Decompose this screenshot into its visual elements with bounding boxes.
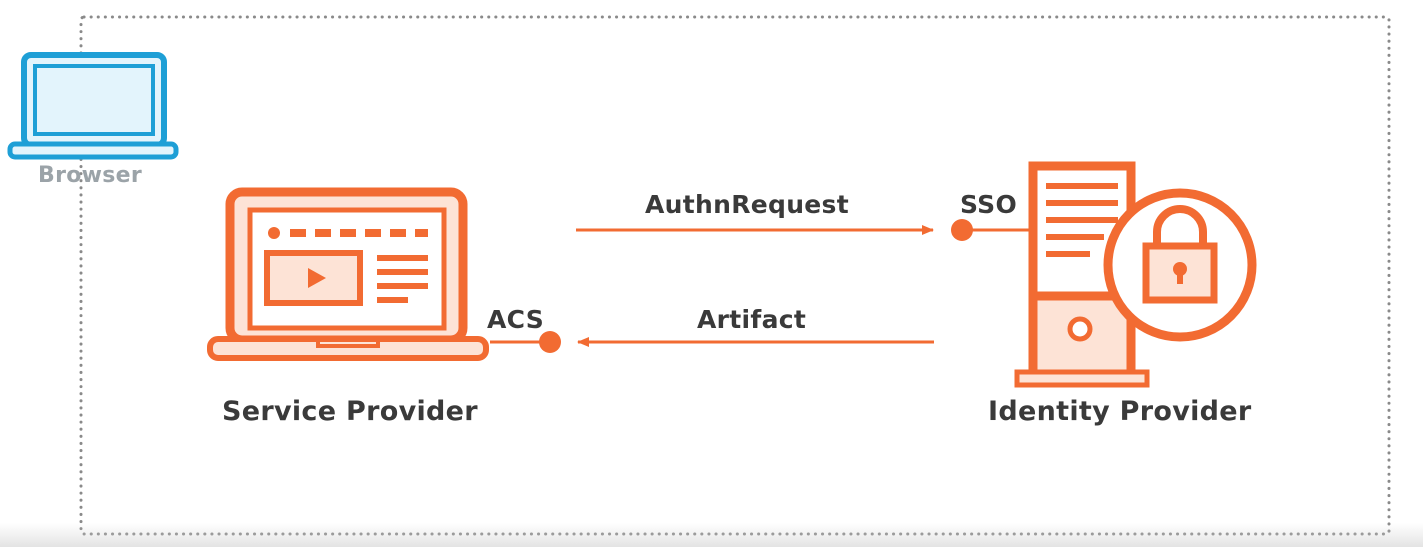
- authnrequest-label: AuthnRequest: [645, 190, 849, 219]
- identity-provider-label: Identity Provider: [988, 396, 1252, 427]
- identity-provider-server-lock-icon: [1014, 161, 1257, 388]
- service-provider-label: Service Provider: [222, 396, 478, 427]
- acs-endpoint-label: ACS: [487, 305, 545, 334]
- sso-endpoint-connector: [951, 219, 1029, 241]
- browser-frame: [79, 15, 1391, 536]
- artifact-label: Artifact: [697, 305, 807, 334]
- acs-endpoint-connector: [490, 331, 561, 353]
- browser-label: Browser: [38, 163, 143, 188]
- sso-endpoint-label: SSO: [960, 190, 1018, 219]
- browser-laptop-icon: [7, 52, 179, 160]
- service-provider-laptop-icon: [207, 187, 489, 361]
